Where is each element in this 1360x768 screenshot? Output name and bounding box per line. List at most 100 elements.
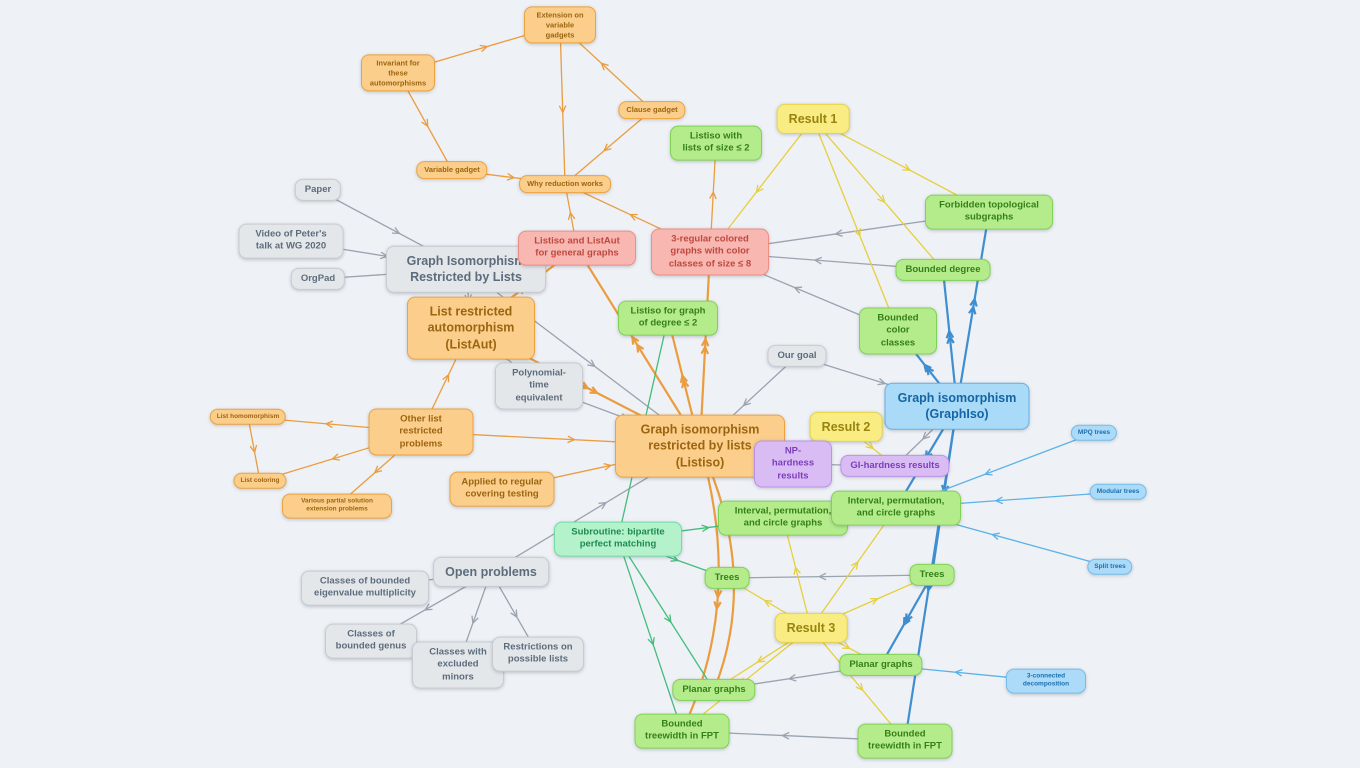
edge-arrow	[902, 616, 911, 627]
node-threereg[interactable]: 3-regular colored graphs with color clas…	[651, 228, 769, 276]
edge-clause-gadget--why-reduction	[564, 109, 653, 185]
edge-arrow	[558, 105, 567, 115]
edge-arrow	[855, 682, 864, 692]
node-np-hardness[interactable]: NP-hardness results	[754, 440, 832, 488]
node-other-list[interactable]: Other list restricted problems	[368, 408, 474, 456]
edge-arrow	[968, 304, 977, 315]
edge-arrow	[925, 365, 935, 376]
edge-arrow	[841, 641, 851, 650]
edge-arrow	[600, 62, 609, 71]
edge-arrow	[817, 572, 827, 581]
node-result3[interactable]: Result 3	[774, 612, 848, 644]
node-video[interactable]: Video of Peter's talk at WG 2020	[238, 223, 344, 259]
edge-arrow	[631, 334, 640, 345]
node-bounded-degree[interactable]: Bounded degree	[895, 258, 991, 282]
node-split[interactable]: Split trees	[1087, 558, 1133, 576]
edge-arrow	[853, 228, 861, 237]
node-planar-right[interactable]: Planar graphs	[839, 653, 923, 677]
edge-result3--btw-right	[810, 627, 906, 742]
edge-arrow	[953, 668, 963, 677]
node-why-reduction[interactable]: Why reduction works	[519, 175, 611, 193]
edge-arrow	[713, 589, 723, 600]
edge-arrow	[834, 229, 843, 237]
edge-arrow	[756, 655, 766, 663]
edge-arrow	[700, 336, 710, 347]
edge-arrow	[324, 420, 334, 429]
edge-arrow	[813, 256, 823, 265]
node-trees-right[interactable]: Trees	[909, 563, 955, 587]
edge-arrow	[877, 377, 887, 386]
node-list-hom[interactable]: List homomorphism	[209, 408, 287, 426]
edge-arrow	[870, 597, 879, 605]
edge-arrow	[479, 44, 489, 53]
node-result2[interactable]: Result 2	[809, 411, 883, 443]
edge-arrow	[603, 462, 613, 471]
edge-arrow	[787, 673, 797, 682]
node-btw-right[interactable]: Bounded treewidth in FPT	[857, 723, 953, 759]
node-mpq[interactable]: MPQ trees	[1070, 424, 1118, 442]
node-interval-right[interactable]: Interval, permutation, and circle graphs	[831, 490, 961, 526]
edge-arrow	[679, 373, 689, 384]
node-forbidden-top[interactable]: Forbidden topological subgraphs	[925, 194, 1053, 230]
node-orgpad[interactable]: OrgPad	[290, 267, 346, 291]
node-excluded-minors[interactable]: Classes with excluded minors	[412, 641, 504, 689]
edge-arrow	[587, 359, 596, 368]
node-various-partial[interactable]: Various partial solution extension probl…	[282, 493, 392, 519]
edge-arrow	[647, 637, 655, 647]
edge-arrow	[904, 613, 913, 624]
node-graphiso[interactable]: Graph isomorphism (GraphIso)	[884, 382, 1030, 430]
edge-arrow	[945, 328, 955, 339]
node-listaut[interactable]: List restricted automorphism (ListAut)	[407, 296, 535, 360]
edge-arrow	[701, 524, 711, 533]
edge-trees-right--trees-left	[726, 574, 933, 579]
edge-arrow	[567, 211, 576, 221]
node-modular[interactable]: Modular trees	[1089, 483, 1147, 501]
edge-arrow	[983, 468, 993, 476]
node-ext-var-gadgets[interactable]: Extension on variable gadgets	[524, 6, 596, 44]
node-variable-gadget[interactable]: Variable gadget	[416, 161, 488, 179]
node-btw-left[interactable]: Bounded treewidth in FPT	[634, 713, 730, 749]
node-open-problems[interactable]: Open problems	[433, 556, 549, 588]
node-poly-equiv[interactable]: Polynomial-time equivalent	[495, 362, 583, 410]
edge-arrow	[391, 227, 401, 235]
edge-arrow	[373, 465, 383, 474]
node-result1[interactable]: Result 1	[776, 103, 850, 135]
node-genus[interactable]: Classes of bounded genus	[325, 623, 417, 659]
edge-arrow	[635, 342, 645, 353]
edge-arrow	[506, 173, 516, 181]
node-invariant[interactable]: Invariant for these automorphisms	[361, 54, 435, 92]
edge-arrow	[990, 532, 1000, 540]
edge-arrow	[670, 554, 680, 562]
edge-arrow	[628, 213, 638, 221]
node-bounded-color[interactable]: Bounded color classes	[859, 307, 937, 355]
node-interval-left[interactable]: Interval, permutation, and circle graphs	[718, 500, 848, 536]
node-paper[interactable]: Paper	[294, 178, 342, 202]
node-list-coloring[interactable]: List coloring	[233, 472, 287, 490]
node-listiso-listaut-general[interactable]: Listiso and ListAut for general graphs	[518, 230, 636, 266]
edge-ext-var-gadgets--why-reduction	[559, 24, 566, 185]
node-restrictions[interactable]: Restrictions on possible lists	[492, 636, 584, 672]
edge-arrow	[602, 143, 612, 152]
edge-arrow	[780, 731, 790, 740]
edge-arrow	[793, 286, 803, 294]
edge-arrow	[922, 362, 932, 373]
node-applied-covering[interactable]: Applied to regular covering testing	[449, 471, 555, 507]
node-planar-left[interactable]: Planar graphs	[672, 678, 756, 702]
edge-subroutine--btw-left	[617, 538, 683, 732]
node-eigenvalue[interactable]: Classes of bounded eigenvalue multiplici…	[301, 570, 429, 606]
edge-arrow	[471, 615, 479, 625]
node-listiso-lists2[interactable]: Listiso with lists of size ≤ 2	[670, 125, 762, 161]
node-listiso-deg2[interactable]: Listiso for graph of degree ≤ 2	[618, 300, 718, 336]
edge-arrow	[763, 599, 773, 608]
node-trees-left[interactable]: Trees	[704, 566, 750, 590]
edge-arrow	[330, 453, 341, 461]
edge-list-hom--list-coloring	[247, 416, 261, 482]
edge-arrow	[946, 334, 955, 345]
node-clause-gadget[interactable]: Clause gadget	[618, 101, 686, 119]
node-subroutine[interactable]: Subroutine: bipartite perfect matching	[554, 521, 682, 557]
node-our-goal[interactable]: Our goal	[767, 344, 827, 368]
node-gi-hardness[interactable]: GI-hardness results	[840, 454, 950, 478]
node-threeconn[interactable]: 3-connected decomposition	[1006, 668, 1086, 694]
